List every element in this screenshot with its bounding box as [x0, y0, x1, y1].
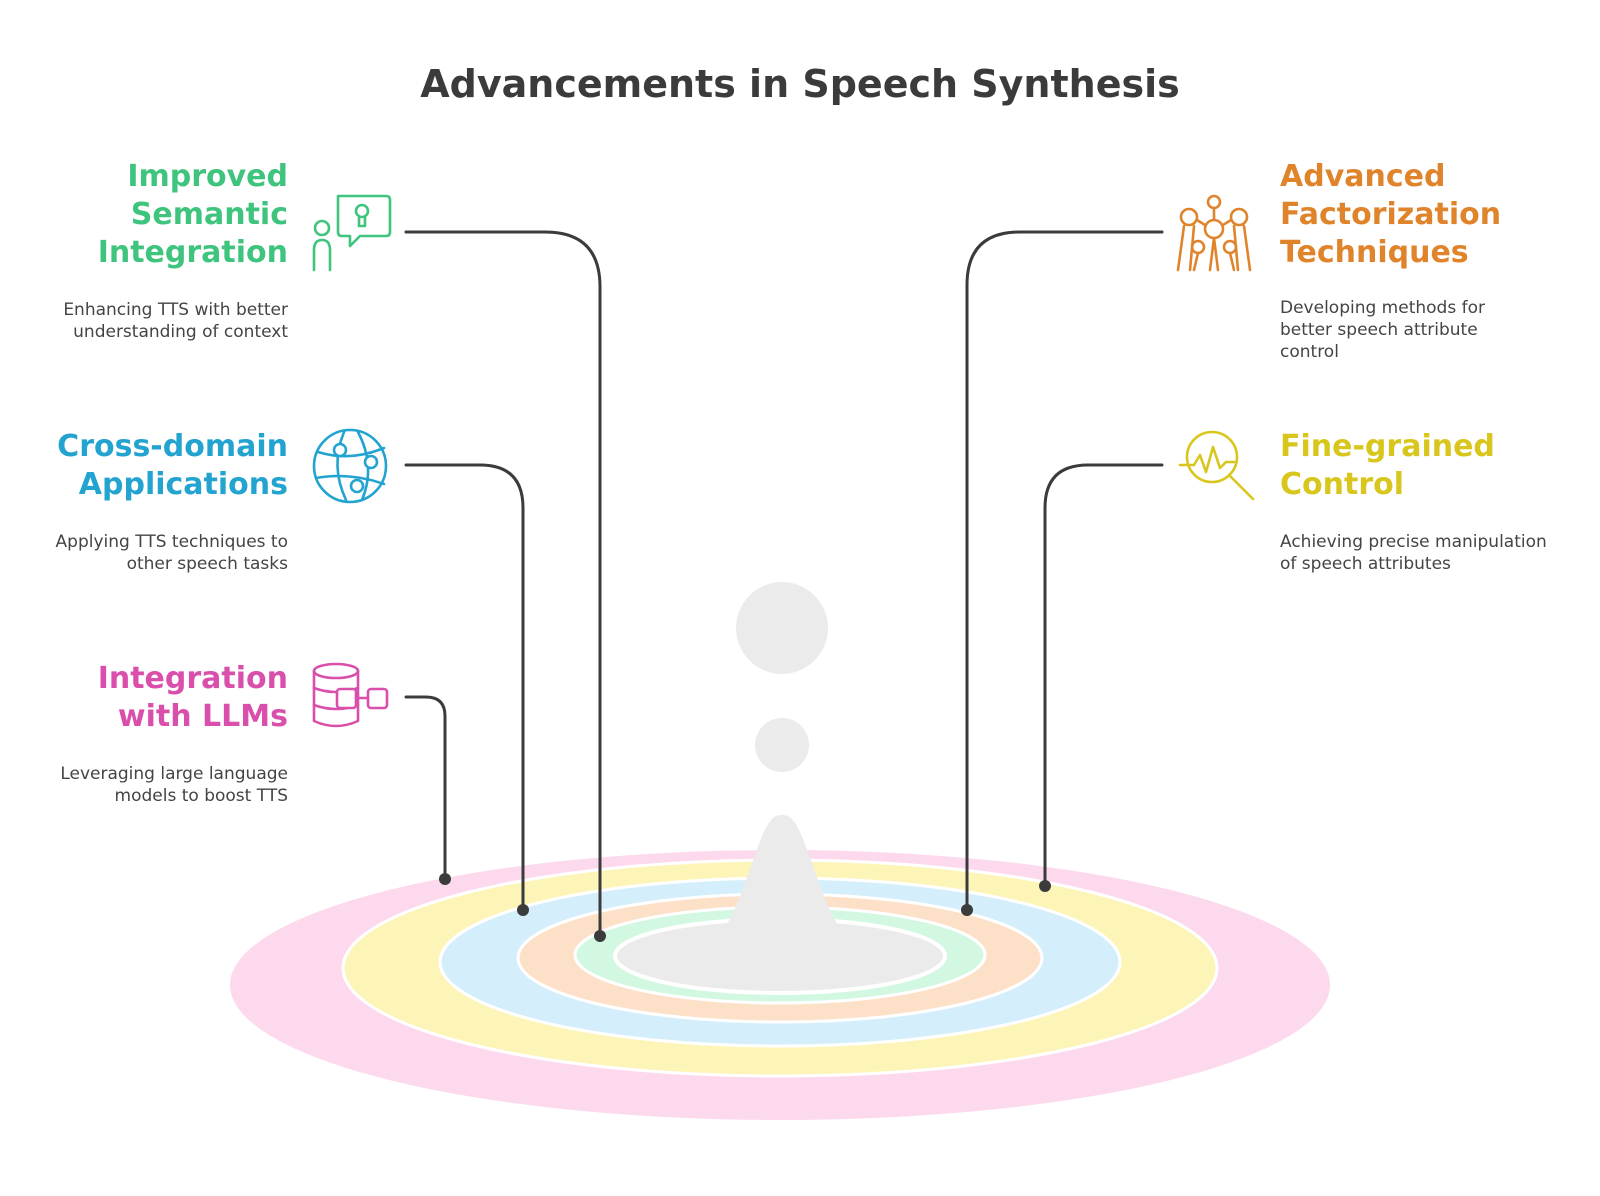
database-connect-icon — [312, 662, 389, 728]
heading-line: Improved — [127, 159, 288, 194]
drop-splash — [684, 815, 882, 958]
person-idea-icon — [312, 194, 392, 272]
description-cross-domain: Applying TTS techniques to other speech … — [30, 531, 288, 575]
connector-factorization — [965, 230, 1164, 912]
dot-fine-grained — [1039, 880, 1051, 892]
description-line: Applying TTS techniques to — [55, 532, 288, 552]
description-line: Enhancing TTS with better — [63, 300, 288, 320]
connector-dots — [439, 873, 1051, 942]
heading-line: Factorization — [1280, 197, 1502, 232]
heading-line: Control — [1280, 467, 1405, 502]
heading-semantic-integration: Improved Semantic Integration — [40, 158, 288, 272]
heading-line: Techniques — [1280, 235, 1469, 270]
heading-line: Integration — [97, 235, 288, 270]
connector-cross-domain — [404, 463, 525, 912]
description-line: models to boost TTS — [114, 786, 288, 806]
drop-small — [755, 718, 809, 772]
heading-advanced-factorization: Advanced Factorization Techniques — [1280, 158, 1580, 272]
heading-line: Advanced — [1280, 159, 1446, 194]
page-title: Advancements in Speech Synthesis — [420, 62, 1180, 106]
description-line: control — [1280, 342, 1339, 362]
connector-llm — [404, 695, 447, 881]
globe-network-icon — [312, 428, 388, 504]
description-advanced-factorization: Developing methods for better speech att… — [1280, 297, 1580, 363]
description-line: Developing methods for — [1280, 298, 1485, 318]
heading-line: Cross-domain — [57, 429, 288, 464]
description-line: other speech tasks — [126, 554, 288, 574]
heading-line: Fine-grained — [1280, 429, 1495, 464]
connector-fine-grained — [1043, 463, 1164, 888]
waveform-magnifier-icon — [1178, 430, 1255, 501]
drop-large — [736, 582, 828, 674]
heading-fine-grained-control: Fine-grained Control — [1280, 428, 1580, 504]
description-semantic-integration: Enhancing TTS with better understanding … — [30, 299, 288, 343]
heading-cross-domain: Cross-domain Applications — [40, 428, 288, 504]
water-drop — [684, 582, 882, 958]
molecule-structure-icon — [1176, 194, 1252, 272]
heading-line: Semantic — [130, 197, 288, 232]
heading-line: with LLMs — [117, 699, 288, 734]
dot-cross-domain — [517, 904, 529, 916]
description-line: Leveraging large language — [60, 764, 288, 784]
heading-line: Applications — [78, 467, 288, 502]
description-integration-llms: Leveraging large language models to boos… — [30, 763, 288, 807]
connectors — [404, 230, 1164, 938]
heading-integration-llms: Integration with LLMs — [40, 660, 288, 736]
description-fine-grained-control: Achieving precise manipulation of speech… — [1280, 531, 1590, 575]
description-line: of speech attributes — [1280, 554, 1451, 574]
description-line: better speech attribute — [1280, 320, 1478, 340]
connector-semantic — [404, 230, 602, 938]
heading-line: Integration — [97, 661, 288, 696]
dot-llm — [439, 873, 451, 885]
dot-semantic — [594, 930, 606, 942]
description-line: Achieving precise manipulation — [1280, 532, 1547, 552]
description-line: understanding of context — [73, 322, 288, 342]
dot-factorization — [961, 904, 973, 916]
